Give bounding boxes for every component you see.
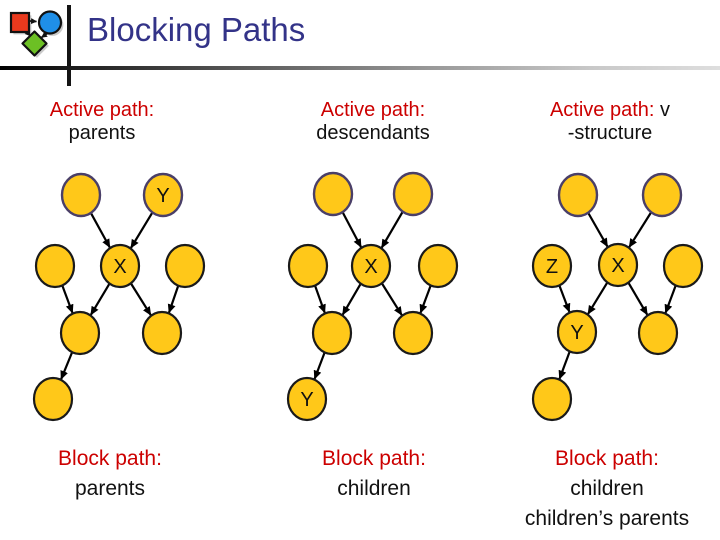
- graph-node-y: [142, 172, 184, 218]
- graph-node: [392, 310, 434, 356]
- column-footer-children: Block path: children: [254, 444, 494, 504]
- node-label: Z: [546, 256, 558, 278]
- graph-edge-arrow: [89, 212, 111, 249]
- graph-edge-arrow: [380, 211, 404, 249]
- logo-circle-shape: [37, 10, 63, 35]
- footer-subtext-2: children’s parents: [524, 507, 690, 530]
- graph-node: [641, 172, 683, 218]
- node-label: X: [364, 256, 377, 278]
- graph-node: [392, 171, 434, 217]
- graph-edge-arrow: [664, 285, 677, 314]
- column-header-descendants: Active path: descendants: [253, 99, 493, 145]
- graph-node: [287, 243, 329, 289]
- footer-subtext: parents: [74, 477, 146, 500]
- footer-subtext: children: [337, 477, 411, 500]
- graph-edge-arrow: [558, 351, 571, 380]
- active-path-label: Active path:: [49, 99, 155, 121]
- graph-node: [32, 376, 74, 422]
- footer-subtext: children: [570, 477, 644, 500]
- graph-node-y: [286, 376, 328, 422]
- column-header-v-structure: Active path: v -structure: [490, 99, 720, 145]
- node-label: Y: [156, 185, 169, 207]
- graph-node: [531, 376, 573, 422]
- header-subtext: -structure: [567, 122, 653, 144]
- graph-node: [141, 310, 183, 356]
- graph-node-x: [597, 242, 639, 288]
- graph-edge-arrow: [586, 281, 609, 315]
- node-label: Y: [300, 389, 313, 411]
- header-horizontal-rule: [0, 66, 720, 70]
- graph-node-x: [99, 243, 141, 289]
- graph-node: [662, 243, 704, 289]
- graph-edge-arrow: [628, 211, 653, 248]
- block-path-label: Block path:: [555, 447, 659, 470]
- graph-node: [34, 243, 76, 289]
- graph-edge-arrow: [167, 285, 180, 314]
- active-path-v-structure: Z X Y: [531, 172, 704, 422]
- active-path-label: Active path:: [549, 99, 655, 121]
- block-path-label: Block path:: [322, 447, 426, 470]
- graph-edge-arrow: [59, 351, 74, 380]
- graph-edge-arrow: [558, 284, 571, 313]
- node-label: X: [113, 256, 126, 278]
- graph-edge-arrow: [313, 351, 326, 380]
- column-footer-children-parents: Block path: children children’s parents: [487, 444, 720, 534]
- graph-node: [637, 310, 679, 356]
- graph-edge-arrow: [61, 285, 74, 314]
- block-path-label: Block path:: [58, 447, 162, 470]
- graph-node: [164, 243, 206, 289]
- graph-edge-arrow: [129, 282, 152, 316]
- active-path-parents: YX: [32, 172, 206, 422]
- graph-node: [417, 243, 459, 289]
- header-subtext: descendants: [316, 122, 430, 144]
- column-header-parents: Active path: parents: [0, 99, 222, 145]
- node-label: Y: [570, 322, 583, 344]
- graph-node: [60, 172, 102, 218]
- graph-edge-arrow: [129, 211, 154, 249]
- graph-node: [557, 172, 599, 218]
- header-vertical-rule: [67, 5, 71, 86]
- graph-edge-arrow: [341, 211, 363, 248]
- logo-diamond-shape: [21, 30, 48, 57]
- graph-node-x: [350, 243, 392, 289]
- graph-edge-arrow: [89, 282, 111, 316]
- graph-node: [311, 310, 353, 356]
- node-label: X: [611, 255, 624, 277]
- graph-edge-arrow: [380, 282, 403, 316]
- graph-node-z: [531, 243, 573, 289]
- logo-square-shape: [9, 11, 31, 34]
- slide-title: Blocking Paths: [87, 11, 306, 48]
- graph-edge-arrow: [341, 283, 362, 316]
- graph-node: [312, 171, 354, 217]
- active-path-descendants: XY: [286, 171, 459, 422]
- graph-edge-arrow: [419, 285, 432, 314]
- column-footer-parents: Block path: parents: [0, 444, 230, 504]
- slide-logo-icon: [9, 10, 64, 58]
- graph-edge-arrow: [313, 285, 326, 314]
- header-subtext: parents: [68, 122, 136, 144]
- graph-node-y: [556, 309, 598, 355]
- graph-node: [59, 310, 101, 356]
- active-path-label: Active path:: [320, 99, 426, 121]
- graph-edge-arrow: [627, 282, 649, 316]
- graph-edge-arrow: [587, 212, 609, 248]
